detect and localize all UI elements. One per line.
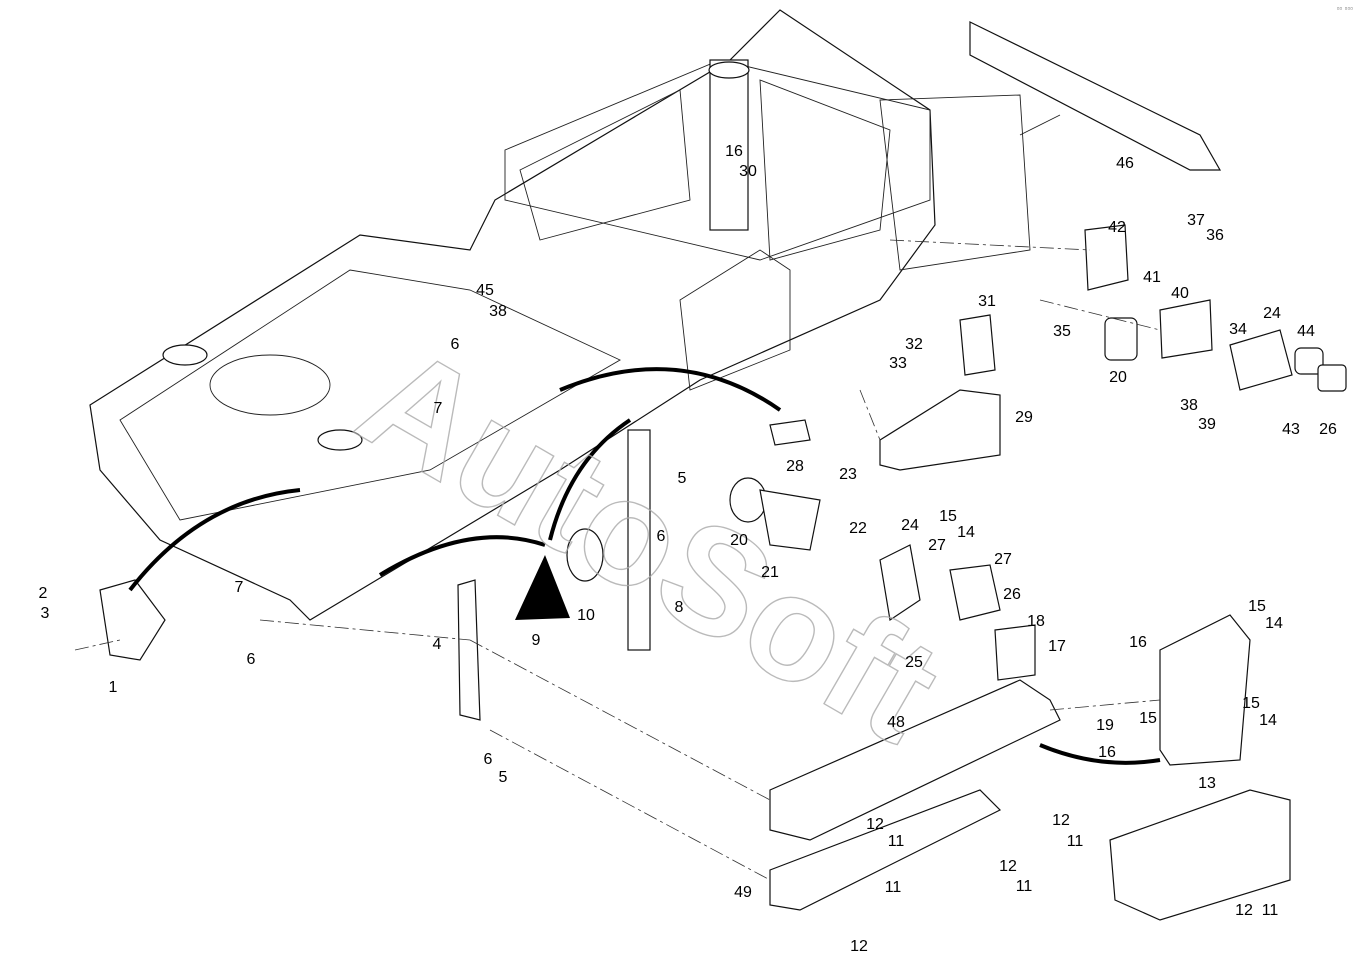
callout-32: 32 bbox=[905, 336, 923, 353]
callout-19: 19 bbox=[1096, 717, 1114, 734]
callout-38: 38 bbox=[489, 303, 507, 320]
callout-25: 25 bbox=[905, 654, 923, 671]
callout-24: 24 bbox=[1263, 305, 1281, 322]
callout-21: 21 bbox=[761, 564, 779, 581]
callout-15: 15 bbox=[939, 508, 957, 525]
callout-16: 16 bbox=[1098, 744, 1116, 761]
callout-4: 4 bbox=[433, 636, 442, 653]
callout-29: 29 bbox=[1015, 409, 1033, 426]
callout-6: 6 bbox=[247, 651, 256, 668]
callout-11: 11 bbox=[885, 879, 902, 896]
callout-45: 45 bbox=[476, 282, 494, 299]
callout-27: 27 bbox=[994, 551, 1012, 568]
corner-mark: ▫▫ ▫▫▫ bbox=[1336, 4, 1353, 13]
callout-38: 38 bbox=[1180, 397, 1198, 414]
callout-27: 27 bbox=[928, 537, 946, 554]
callout-17: 17 bbox=[1048, 638, 1066, 655]
callout-26: 26 bbox=[1319, 421, 1337, 438]
center-mount-parts bbox=[627, 419, 1036, 681]
callout-2: 2 bbox=[39, 585, 48, 602]
main-frame bbox=[89, 9, 1031, 621]
callout-18: 18 bbox=[1027, 613, 1045, 630]
callout-12: 12 bbox=[1052, 812, 1070, 829]
callout-22: 22 bbox=[849, 520, 867, 537]
callout-11: 11 bbox=[1262, 902, 1279, 919]
mount-assembly-right bbox=[879, 224, 1347, 471]
callout-12: 12 bbox=[850, 938, 868, 955]
callout-28: 28 bbox=[786, 458, 804, 475]
callout-42: 42 bbox=[1108, 219, 1126, 236]
lower-parts bbox=[99, 579, 1291, 921]
callout-30: 30 bbox=[739, 163, 757, 180]
callout-26: 26 bbox=[1003, 586, 1021, 603]
callout-8: 8 bbox=[675, 599, 684, 616]
callout-15: 15 bbox=[1242, 695, 1260, 712]
leader-lines bbox=[74, 239, 1161, 881]
side-plate-46 bbox=[969, 21, 1222, 171]
callout-20: 20 bbox=[730, 532, 748, 549]
warning-decals bbox=[515, 528, 604, 620]
callout-1: 1 bbox=[109, 679, 118, 696]
callout-15: 15 bbox=[1139, 710, 1157, 727]
callout-44: 44 bbox=[1297, 323, 1315, 340]
callout-24: 24 bbox=[901, 517, 919, 534]
callout-14: 14 bbox=[1265, 615, 1283, 632]
callout-5: 5 bbox=[499, 769, 508, 786]
callout-41: 41 bbox=[1143, 269, 1161, 286]
callout-6: 6 bbox=[451, 336, 460, 353]
callout-14: 14 bbox=[957, 524, 975, 541]
callout-14: 14 bbox=[1259, 712, 1277, 729]
callout-6: 6 bbox=[484, 751, 493, 768]
callout-23: 23 bbox=[839, 466, 857, 483]
callout-13: 13 bbox=[1198, 775, 1216, 792]
callout-12: 12 bbox=[1235, 902, 1253, 919]
callout-3: 3 bbox=[41, 605, 50, 622]
callout-43: 43 bbox=[1282, 421, 1300, 438]
callout-7: 7 bbox=[235, 579, 244, 596]
callout-15: 15 bbox=[1248, 598, 1266, 615]
callout-11: 11 bbox=[888, 833, 905, 850]
callout-20: 20 bbox=[1109, 369, 1127, 386]
direction-arrows bbox=[128, 114, 1161, 765]
callout-37: 37 bbox=[1187, 212, 1205, 229]
callout-35: 35 bbox=[1053, 323, 1071, 340]
callout-49: 49 bbox=[734, 884, 752, 901]
callout-11: 11 bbox=[1016, 878, 1033, 895]
callout-48: 48 bbox=[887, 714, 905, 731]
callout-33: 33 bbox=[889, 355, 907, 372]
callout-39: 39 bbox=[1198, 416, 1216, 433]
callout-36: 36 bbox=[1206, 227, 1224, 244]
callout-9: 9 bbox=[532, 632, 541, 649]
callout-31: 31 bbox=[978, 293, 996, 310]
callout-46: 46 bbox=[1116, 155, 1134, 172]
callout-10: 10 bbox=[577, 607, 595, 624]
callout-7: 7 bbox=[434, 400, 443, 417]
callout-12: 12 bbox=[866, 816, 884, 833]
callout-5: 5 bbox=[678, 470, 687, 487]
callout-6: 6 bbox=[657, 528, 666, 545]
callout-34: 34 bbox=[1229, 321, 1247, 338]
callout-11: 11 bbox=[1067, 833, 1084, 850]
callout-16: 16 bbox=[725, 143, 743, 160]
callout-40: 40 bbox=[1171, 285, 1189, 302]
callout-16: 16 bbox=[1129, 634, 1147, 651]
callout-12: 12 bbox=[999, 858, 1017, 875]
